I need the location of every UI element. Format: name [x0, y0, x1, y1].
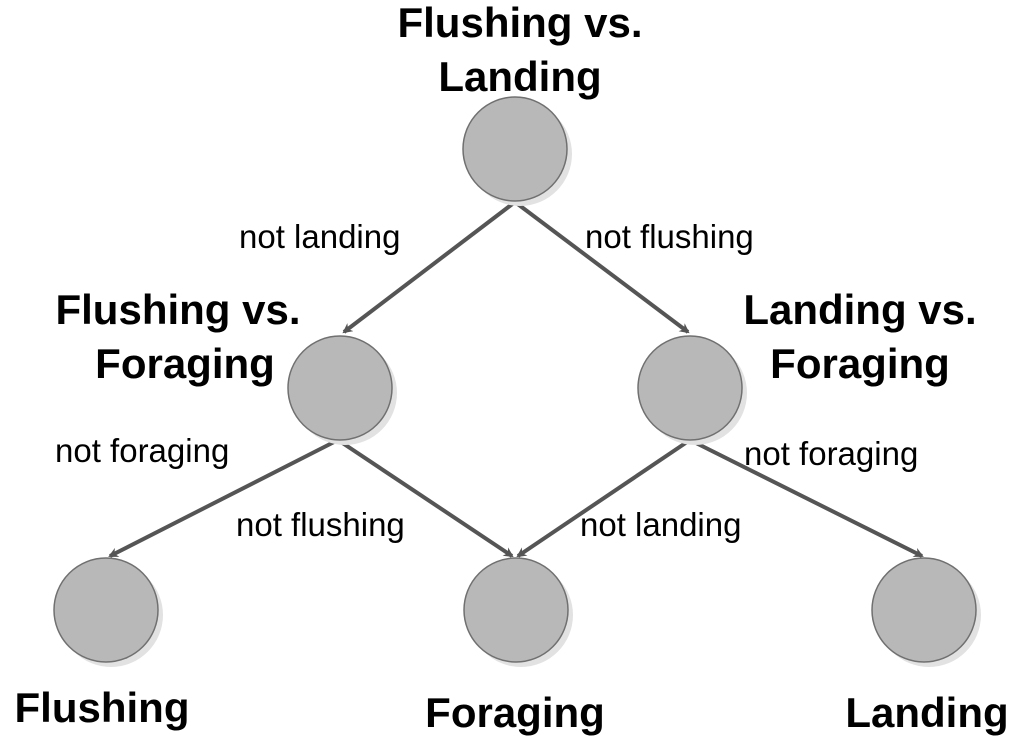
edge-root-to-left [342, 200, 517, 334]
node-leaf-foraging [463, 557, 573, 667]
node-leaf-flushing [53, 557, 163, 667]
edge-label-left-flushing: not foraging [55, 432, 230, 469]
left-node-label-line1: Flushing vs. [55, 286, 301, 333]
right-node-label-line2: Foraging [770, 340, 950, 387]
edge-label-root-right: not flushing [585, 218, 754, 255]
right-node-label: Landing vs. Foraging [700, 283, 1020, 391]
root-node-label-line2: Landing [438, 53, 602, 100]
node-right [637, 335, 747, 445]
leaf-flushing-label: Flushing [14, 684, 190, 731]
edge-label-right-landing: not foraging [744, 435, 919, 472]
edge-left-to-foraging [336, 438, 514, 558]
edge-left-to-flushing [108, 438, 339, 558]
left-node-label-line2: Foraging [95, 340, 275, 387]
edge-label-root-left: not landing [239, 218, 401, 255]
edge-right-to-foraging [516, 438, 692, 558]
edge-label-left-foraging: not flushing [236, 506, 405, 543]
node-root [462, 96, 572, 206]
root-node-label-line1: Flushing vs. [397, 0, 643, 46]
leaf-landing-label: Landing [845, 689, 1009, 736]
right-node-label-line1: Landing vs. [743, 286, 977, 333]
root-node-label: Flushing vs. Landing [360, 0, 680, 104]
left-node-label: Flushing vs. Foraging [18, 283, 338, 391]
edge-label-right-foraging: not landing [580, 506, 742, 543]
node-left [287, 335, 397, 445]
edge-right-to-landing [689, 438, 924, 558]
leaf-foraging-label: Foraging [425, 689, 605, 736]
edge-root-to-right [513, 200, 690, 334]
node-leaf-landing [871, 557, 981, 667]
